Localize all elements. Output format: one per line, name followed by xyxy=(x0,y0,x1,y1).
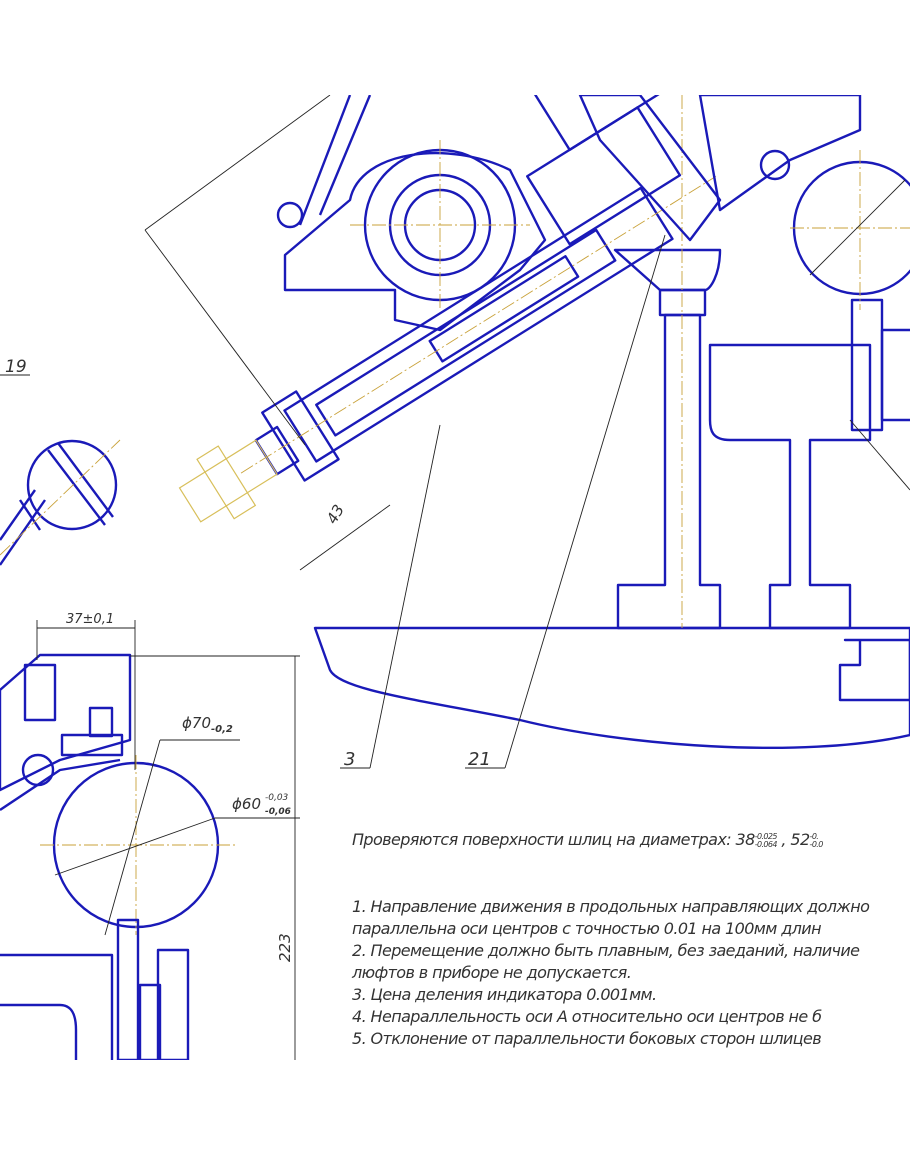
note-line: 2. Перемещение должно быть плавным, без … xyxy=(352,941,860,960)
tol-upper: -0.025 xyxy=(754,831,778,841)
note-line: 4. Непараллельность оси А относительно о… xyxy=(352,1007,822,1026)
heading-tol-1: -0.025-0.064 xyxy=(754,831,778,849)
callout-3: 3 xyxy=(344,749,355,770)
heading-tol-2: -0.-0.0 xyxy=(809,831,824,849)
dimension-37: 37±0,1 xyxy=(66,612,114,627)
dimension-dia60-lower-tol: -0,06 xyxy=(265,807,291,817)
callout-21: 21 xyxy=(468,749,491,770)
spline-gear-right xyxy=(790,150,910,310)
indicator-stand xyxy=(613,95,910,702)
bearing-housing xyxy=(276,95,862,332)
ball-handle xyxy=(0,439,121,566)
note-line: люфтов в приборе не допускается. xyxy=(352,963,632,982)
dia70-value: ϕ70 xyxy=(182,714,211,732)
dimension-dia60-upper-tol: -0,03 xyxy=(265,793,289,803)
tilted-carriage xyxy=(178,95,717,523)
note-line: 3. Цена деления индикатора 0.001мм. xyxy=(352,985,657,1004)
note-line: 5. Отклонение от параллельности боковых … xyxy=(352,1029,822,1048)
callout-19: 19 xyxy=(5,357,27,377)
tol2-upper: -0. xyxy=(809,831,819,841)
note-line: 1. Направление движения в продольных нап… xyxy=(352,897,870,916)
note-line: параллельна оси центров с точностью 0.01… xyxy=(352,919,822,938)
dia70-tolerance: -0,2 xyxy=(211,724,233,735)
dimension-lines xyxy=(0,95,910,1060)
dimension-43: 43 xyxy=(323,501,348,527)
notes-heading: Проверяются поверхности шлиц на диаметра… xyxy=(352,830,823,850)
notes-heading-sep: , 52 xyxy=(776,830,810,849)
tol-lower: -0.064 xyxy=(754,839,778,849)
base-plate xyxy=(313,626,910,750)
left-assembly xyxy=(0,653,235,1060)
tol2-lower: -0.0 xyxy=(809,839,824,849)
dimension-dia60: ϕ60 xyxy=(232,795,261,813)
dimension-223: 223 xyxy=(276,933,294,962)
dimension-dia70: ϕ70-0,2 xyxy=(182,714,233,735)
notes-heading-text: Проверяются поверхности шлиц на диаметра… xyxy=(352,830,755,849)
